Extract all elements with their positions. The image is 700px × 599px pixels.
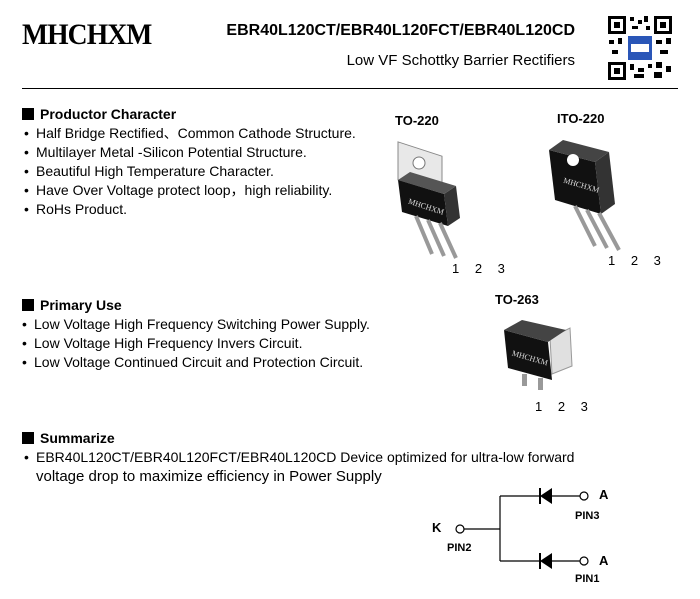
primary-use-list: Low Voltage High Frequency Switching Pow… [22, 315, 370, 372]
list-item: Low Voltage Continued Circuit and Protec… [22, 353, 370, 372]
circuit-label-k: K [432, 520, 442, 535]
square-bullet-icon [22, 432, 34, 444]
part-number-title: EBR40L120CT/EBR40L120FCT/EBR40L120CD [226, 22, 575, 39]
summary-line-2: voltage drop to maximize efficiency in P… [36, 468, 382, 485]
section-heading-primary-use: Primary Use [22, 297, 122, 313]
summary-text: •EBR40L120CT/EBR40L120FCT/EBR40L120CD De… [24, 449, 575, 485]
package-label-to220: TO-220 [395, 113, 439, 128]
brand-logo: MHCHXM [22, 18, 152, 51]
list-item: Half Bridge Rectified、Common Cathode Str… [24, 124, 356, 143]
list-item: Beautiful High Temperature Character. [24, 162, 356, 181]
section-heading-summarize: Summarize [22, 430, 115, 446]
list-item: Multilayer Metal -Silicon Potential Stru… [24, 143, 356, 162]
list-item: Low Voltage High Frequency Switching Pow… [22, 315, 370, 334]
package-label-to263: TO-263 [495, 292, 539, 307]
to220-package-image: MHCHXM [397, 141, 460, 259]
header-divider [22, 88, 678, 89]
summary-line-1: EBR40L120CT/EBR40L120FCT/EBR40L120CD Dev… [36, 449, 575, 465]
package-label-ito220: ITO-220 [557, 111, 605, 126]
list-item: Low Voltage High Frequency Invers Circui… [22, 334, 370, 353]
to220-pin-numbers: 1 2 3 [452, 261, 511, 276]
circuit-label-pin1: PIN1 [575, 573, 600, 585]
product-subtitle: Low VF Schottky Barrier Rectifiers [346, 52, 575, 69]
section-heading-product-character: Productor Character [22, 106, 176, 122]
qr-code [606, 14, 674, 82]
list-item: RoHs Product. [24, 200, 356, 219]
to263-pin-numbers: 1 2 3 [535, 399, 594, 414]
to263-package-image: MHCHXM [504, 320, 573, 390]
circuit-label-pin2: PIN2 [447, 542, 472, 554]
ito220-package-image: MHCHXM [549, 140, 621, 251]
list-item: Have Over Voltage protect loop，high reli… [24, 181, 356, 200]
product-character-list: Half Bridge Rectified、Common Cathode Str… [24, 124, 356, 219]
circuit-label-a-bottom: A [599, 553, 609, 568]
square-bullet-icon [22, 108, 34, 120]
circuit-label-pin3: PIN3 [575, 510, 600, 522]
circuit-label-a-top: A [599, 487, 609, 502]
common-cathode-circuit-diagram [455, 488, 589, 569]
square-bullet-icon [22, 299, 34, 311]
ito220-pin-numbers: 1 2 3 [608, 253, 667, 268]
